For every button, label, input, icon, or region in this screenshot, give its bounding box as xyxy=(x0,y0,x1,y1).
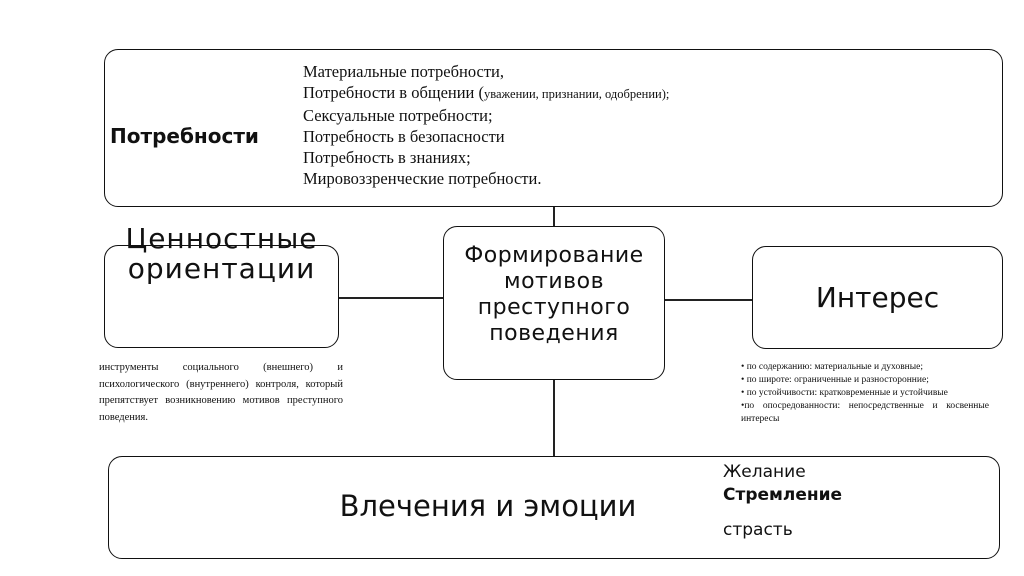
drives-word: Желание xyxy=(723,462,806,482)
needs-item: Сексуальные потребности; xyxy=(303,106,493,125)
needs-item: Мировоззренческие потребности. xyxy=(303,169,542,188)
needs-title: Потребности xyxy=(110,124,259,148)
drives-title: Влечения и эмоции xyxy=(339,489,637,523)
values-box xyxy=(104,245,339,348)
drives-words: Желание Стремление страсть xyxy=(723,461,853,542)
drives-word: страсть xyxy=(723,520,793,540)
values-title: Ценностные ориентации xyxy=(125,222,318,285)
needs-item: Потребность в знаниях; xyxy=(303,148,471,167)
interest-note-item: •по опосредованности: непосредственные и… xyxy=(741,401,989,424)
connector-needs-center xyxy=(553,207,555,226)
interest-note-item: • по широте: ограниченные и разносторонн… xyxy=(741,375,929,385)
needs-list: Материальные потребности, Потребности в … xyxy=(303,61,669,189)
needs-item-note: уважении, признании, одобрении); xyxy=(484,87,670,101)
needs-item: Потребности в общении (уважении, признан… xyxy=(303,83,670,102)
values-note: инструменты социального (внешнего) и пси… xyxy=(99,362,343,423)
connector-center-drives xyxy=(553,380,555,456)
drives-word: Стремление xyxy=(723,485,843,505)
drives-box xyxy=(108,456,1000,559)
interest-title: Интерес xyxy=(815,281,940,314)
needs-item: Материальные потребности, xyxy=(303,62,504,81)
center-box xyxy=(443,226,665,380)
needs-item: Потребность в безопасности xyxy=(303,127,505,146)
interest-box xyxy=(752,246,1003,349)
connector-values-center xyxy=(339,297,443,299)
needs-box xyxy=(104,49,1003,207)
interest-note-item: • по устойчивости: кратковременные и уст… xyxy=(741,388,948,398)
interest-note-item: • по содержанию: материальные и духовные… xyxy=(741,362,924,372)
interest-notes: • по содержанию: материальные и духовные… xyxy=(741,361,989,426)
connector-center-interest xyxy=(665,299,752,301)
center-title: Формирование мотивов преступного поведен… xyxy=(464,243,644,346)
